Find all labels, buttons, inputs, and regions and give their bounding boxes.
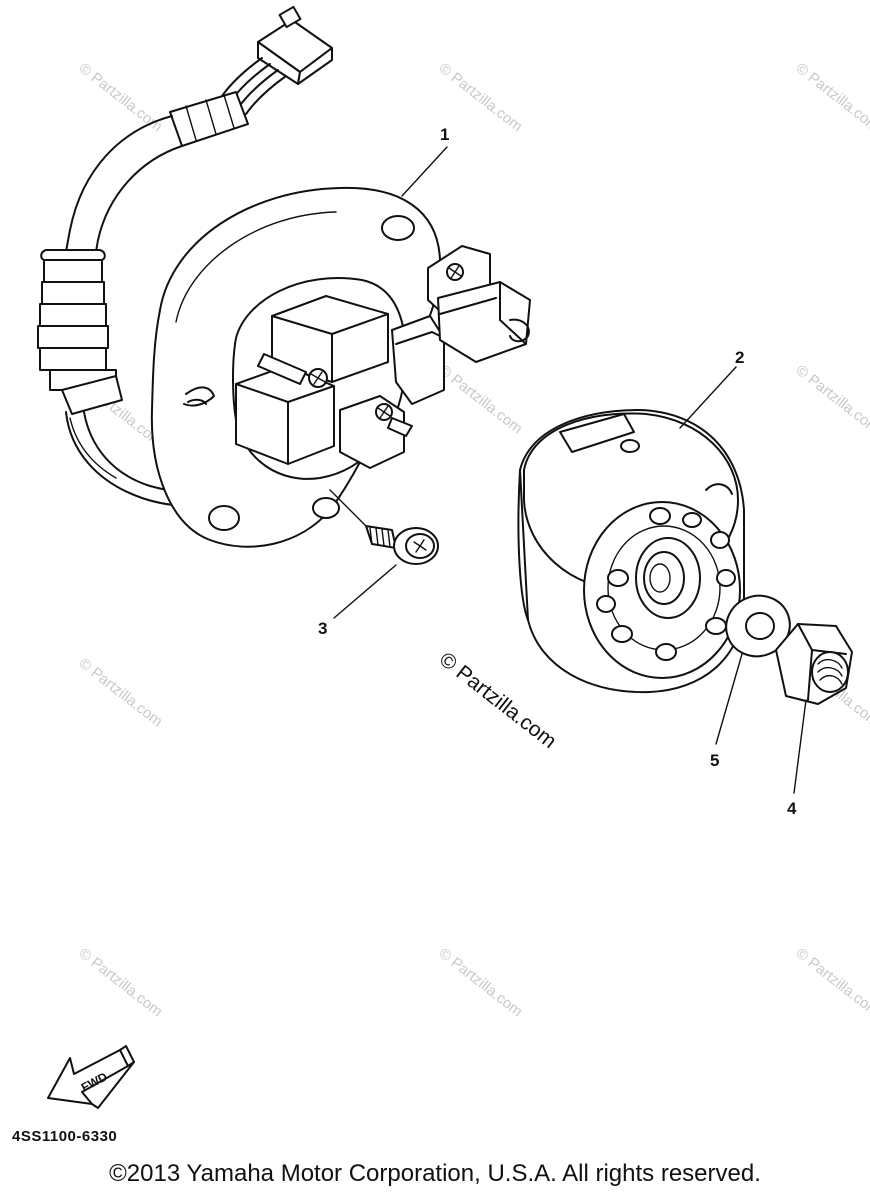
watermark-mid-center: © Partzilla.com [436,362,526,438]
fwd-arrow-icon: FWD [47,1045,135,1109]
coil-upper [271,295,389,383]
callout-leaders [333,146,807,794]
nut-part-4 [775,623,853,705]
callout-number-3: 3 [318,619,327,638]
copyright-notice: ©2013 Yamaha Motor Corporation, U.S.A. A… [109,1160,761,1187]
watermark-lower-left: © Partzilla.com [76,655,166,731]
watermark-group: © Partzilla.com © Partzilla.com © Partzi… [76,60,870,1021]
watermark-center-bold: © Partzilla.com [435,648,561,753]
watermark-bottom-center: © Partzilla.com [436,945,526,1021]
coil-lower-right [339,395,405,469]
callout-number-2: 2 [735,348,744,367]
watermark-bottom-left: © Partzilla.com [76,945,166,1021]
connector-plug-icon [257,5,333,85]
watermark-top-right: © Partzilla.com [793,60,870,136]
watermark-bottom-right: © Partzilla.com [793,945,870,1021]
watermark-top-left: © Partzilla.com [76,60,166,136]
pulser-coil-bracket [427,245,531,363]
screw-part-3 [329,489,439,565]
watermark-mid-right: © Partzilla.com [793,362,870,438]
callout-number-1: 1 [440,125,449,144]
washer-part-5 [725,594,791,658]
rotor-flywheel [517,409,745,694]
stator-assembly [37,5,531,548]
callout-number-4: 4 [787,799,797,818]
coil-right [391,315,445,405]
callout-number-5: 5 [710,751,719,770]
diagram-part-code: 4SS1100-6330 [12,1128,118,1145]
